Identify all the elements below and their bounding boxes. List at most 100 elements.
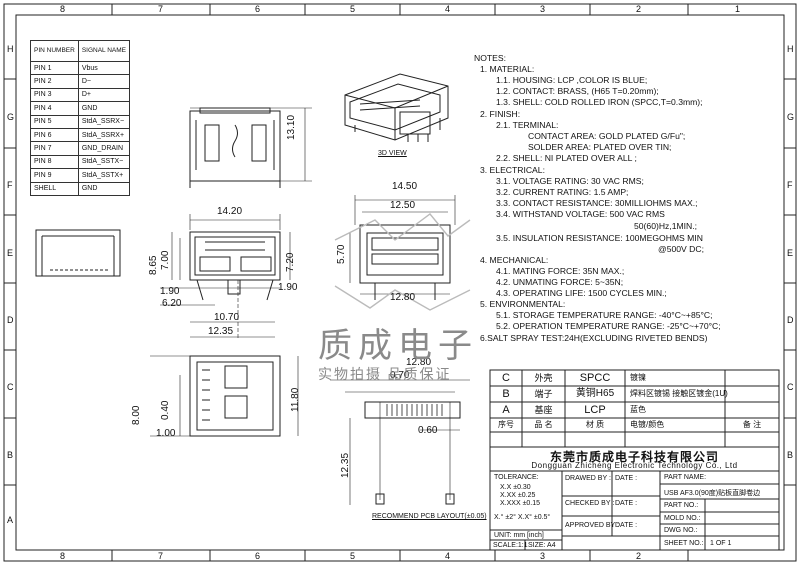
note-line: 5.1. STORAGE TEMPERATURE RANGE: -40°C~+8…	[496, 310, 713, 320]
material-header-remark: 备 注	[742, 420, 762, 429]
zone-1: 1	[735, 4, 741, 14]
approved-date-label: DATE :	[615, 522, 638, 529]
dim-12-80-pcb: 12.80	[406, 357, 432, 368]
part-name-label: PART NAME:	[664, 474, 707, 481]
dim-12-80: 12.80	[390, 292, 416, 303]
dim-12-50: 12.50	[390, 200, 416, 211]
zone-8: 8	[60, 4, 66, 14]
note-line: 1.2. CONTACT: BRASS, (H65 T=0.20mm);	[496, 86, 659, 96]
zone-E-right: E	[787, 248, 794, 258]
pin-cell: PIN 9	[30, 168, 79, 183]
checked-date-label: DATE :	[615, 500, 638, 507]
pin-cell: PIN 3	[30, 87, 79, 103]
dim-12-35-pcb: 12.35	[340, 452, 351, 478]
dwg-no-label: DWG NO.:	[664, 527, 698, 534]
materials-table-frame	[489, 369, 780, 448]
notes-title: NOTES:	[474, 53, 506, 63]
front-view	[160, 214, 291, 340]
note-line: 2.2. SHELL: NI PLATED OVER ALL ;	[496, 153, 637, 163]
signal-cell: StdA_SSRX−	[77, 114, 131, 129]
zone-3-bottom: 3	[540, 551, 546, 561]
dim-8-65: 8.65	[148, 255, 159, 275]
signal-cell: StdA_SSRX+	[77, 127, 131, 143]
title-block-frame	[489, 446, 780, 551]
watermark-brand: 质成电子	[318, 328, 478, 365]
zone-C-right: C	[787, 382, 794, 392]
mating-face-view	[349, 195, 456, 300]
signal-cell: D−	[77, 74, 131, 89]
mold-no-label: MOLD NO.:	[664, 515, 701, 522]
zone-D: D	[7, 315, 14, 325]
pin-header-signal: SIGNAL NAME	[77, 40, 131, 62]
material-mat: 黄铜H65	[575, 388, 615, 399]
dim-10-70: 10.70	[214, 312, 240, 323]
material-plate: 焊料区镀锡 接触区镀金(1U)	[630, 389, 728, 398]
signal-cell: GND_DRAIN	[77, 141, 131, 156]
tolerance-label: TOLERANCE:	[494, 474, 539, 481]
signal-cell: Vbus	[77, 60, 131, 76]
drawn-by-label: DRAWED BY :	[565, 475, 611, 482]
zone-H: H	[7, 44, 14, 54]
zone-2-bottom: 2	[636, 551, 642, 561]
note-line: 4.3. OPERATING LIFE: 1500 CYCLES MIN.;	[496, 288, 667, 298]
note-line: 3.4. WITHSTAND VOLTAGE: 500 VAC RMS	[496, 209, 665, 219]
zone-6: 6	[255, 4, 261, 14]
note-line: 1.3. SHELL: COLD ROLLED IRON (SPCC,T=0.3…	[496, 97, 703, 107]
approved-by-label: APPROVED BY :	[565, 522, 619, 529]
zone-7: 7	[158, 4, 164, 14]
pin-cell: PIN 2	[30, 74, 79, 89]
note-line: 5. ENVIRONMENTAL:	[480, 299, 566, 309]
material-header-mat: 材 质	[585, 420, 605, 429]
dim-5-70: 5.70	[336, 244, 347, 264]
note-line: 4.1. MATING FORCE: 35N MAX.;	[496, 266, 625, 276]
dim-6-20: 6.20	[162, 298, 182, 309]
note-line: 3.3. CONTACT RESISTANCE: 30MILLIOHMS MAX…	[496, 198, 698, 208]
pin-cell: SHELL	[30, 181, 79, 196]
sheet-no-value: 1 OF 1	[710, 540, 732, 547]
note-line: 2. FINISH:	[480, 109, 521, 119]
material-plate: 镀镍	[630, 373, 646, 382]
zone-B: B	[7, 450, 14, 460]
pin-cell: PIN 6	[30, 127, 79, 143]
tolerance-1: X.X ±0.30	[500, 484, 531, 491]
note-line: 4.2. UNMATING FORCE: 5~35N;	[496, 277, 624, 287]
dim-1-90-right: 1.90	[278, 282, 298, 293]
unit-label: UNIT: mm [inch]	[494, 532, 544, 539]
note-line: 2.1. TERMINAL:	[496, 120, 559, 130]
zone-A: A	[7, 515, 14, 525]
dim-0-70: 0.70	[390, 370, 410, 381]
zone-H-right: H	[787, 44, 794, 54]
note-line: SOLDER AREA: PLATED OVER TIN;	[528, 142, 672, 152]
zone-3: 3	[540, 4, 546, 14]
material-mat: LCP	[584, 404, 606, 416]
signal-cell: D+	[77, 87, 131, 103]
note-line: 3. ELECTRICAL:	[480, 165, 545, 175]
material-id-B: B	[502, 388, 510, 400]
zone-4: 4	[445, 4, 451, 14]
pin-cell: PIN 7	[30, 141, 79, 156]
pin-cell: PIN 5	[30, 114, 79, 129]
dim-7-00: 7.00	[160, 250, 171, 270]
material-plate: 蓝色	[630, 405, 646, 414]
material-part: 端子	[534, 389, 553, 399]
material-header-name: 品 名	[534, 420, 553, 429]
note-line: 3.5. INSULATION RESISTANCE: 100MEGOHMS M…	[496, 233, 703, 243]
dim-12-35: 12.35	[208, 326, 234, 337]
part-no-label: PART NO.:	[664, 502, 699, 509]
scale-label: SCALE:1:1	[493, 542, 528, 549]
zone-E: E	[7, 248, 14, 258]
dim-11-80: 11.80	[290, 387, 301, 412]
bottom-view	[150, 355, 299, 437]
signal-cell: StdA_SSTX−	[77, 154, 131, 170]
dim-1-90-left: 1.90	[160, 286, 180, 297]
material-id-C: C	[502, 372, 510, 384]
zone-5-bottom: 5	[350, 551, 356, 561]
note-line: 4. MECHANICAL:	[480, 255, 549, 265]
drawn-date-label: DATE :	[615, 475, 638, 482]
size-label: SIZE: A4	[528, 542, 556, 549]
dim-7-20: 7.20	[285, 252, 296, 272]
